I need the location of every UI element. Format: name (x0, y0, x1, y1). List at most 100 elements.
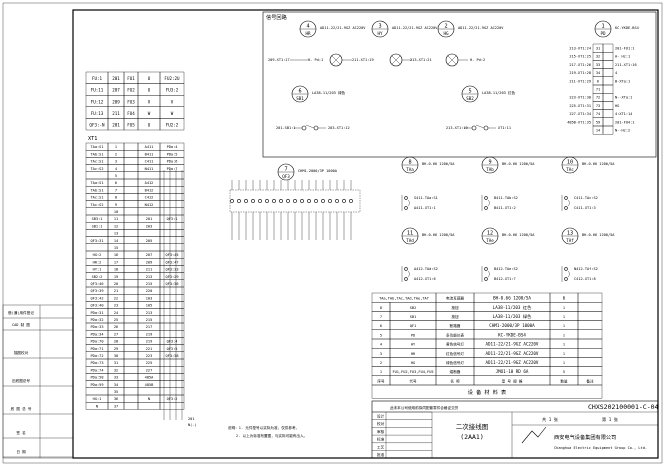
terminal-cell (123, 330, 139, 338)
terminal-text: PDa:73 (91, 361, 104, 365)
terminal-cell (123, 200, 139, 208)
terminal-cell (85, 243, 109, 252)
terminal-text: 203 (146, 224, 153, 228)
strip-node (335, 199, 339, 203)
drawing-unit: (2AA1) (460, 433, 483, 441)
terminal-text: QF3:42 (91, 296, 104, 300)
terminal-text: 225 (146, 361, 153, 365)
wire-tag: H- Pd:1 (308, 58, 323, 62)
terminal-text: 28 (114, 340, 118, 344)
terminal-cell (159, 308, 185, 316)
parts-text: 1 (563, 343, 565, 347)
parts-text: 熔断器 (450, 369, 461, 374)
parts-cell (577, 357, 603, 367)
terminal-cell (159, 380, 185, 388)
terminal-text: 13 (114, 232, 118, 236)
parts-footer-cell (371, 384, 603, 399)
wire-tag: 209-XT1:17 (268, 58, 290, 62)
terminal-text: 37 (114, 404, 118, 408)
pd-pin: 33 (596, 63, 600, 67)
switch-blade (475, 124, 485, 129)
ct-node (404, 196, 408, 200)
terminal-text: QF3:5 (167, 347, 178, 351)
fuse-text: FU2 (127, 88, 135, 93)
fuse-text: FU4 (127, 111, 135, 116)
terminal-cell (123, 387, 139, 396)
terminal-text: 19 (114, 275, 118, 279)
badge-number: 2 (444, 24, 447, 30)
parts-cell (577, 338, 603, 349)
badge-symbol: QF3 (282, 174, 290, 179)
terminal-text: 4 (115, 167, 117, 171)
terminal-cell (137, 387, 161, 396)
company-logo (521, 426, 547, 444)
qf3-spec: CHM1-2000/3P 1000A (298, 169, 338, 173)
terminal-text: 24 (114, 311, 118, 315)
ct-wire-tag: B412-XT1:7 (494, 277, 516, 281)
pd-cell (602, 60, 614, 69)
strip-node (230, 199, 234, 203)
terminal-cell (159, 315, 185, 324)
parts-text: HY (411, 343, 416, 347)
badge-number: 11 (407, 231, 413, 237)
strip-node (244, 199, 248, 203)
ct-coil (487, 270, 490, 278)
parts-text: FU1,FU2,FU3,FU4,FU5 (392, 370, 433, 374)
wire-tag: XT1:11 (498, 126, 511, 130)
terminal-cell (123, 373, 139, 381)
terminal-cell (159, 186, 185, 194)
side-label: 日 期 (16, 449, 26, 454)
strip-node (237, 199, 241, 203)
terminal-text: 30 (114, 354, 118, 358)
parts-text: 5 (380, 333, 382, 337)
badge-number: 8 (408, 160, 411, 166)
badge-number: 5 (468, 89, 471, 95)
pd-cell (602, 84, 614, 94)
ct-spec: BH-0.66 1200/5A (502, 233, 535, 237)
terminal-text: 27 (114, 332, 118, 336)
side-label: 旧底图总号 (12, 378, 30, 383)
terminal-text: PDa:5 (167, 152, 178, 156)
fuse-text: FU:13 (91, 111, 104, 116)
terminal-text: 219 (146, 340, 153, 344)
terminal-text: 21 (114, 289, 118, 293)
switch-spec: LA38-11/203 红色 (482, 90, 516, 95)
terminal-cell (159, 387, 185, 396)
lamp-cross (391, 55, 401, 65)
pd-left-tag: 213-XT1:24 (569, 47, 591, 51)
contact (483, 125, 489, 131)
terminal-text: SB2:2 (92, 275, 103, 279)
wire-tag: H- Pd:2 (470, 58, 485, 62)
lamp-cross (331, 55, 341, 65)
terminal-text: 34 (114, 383, 118, 387)
pd-right-tag: A- Hz:1 (615, 55, 630, 59)
terminal-cell (123, 236, 139, 244)
terminal-text: QF3:4 (167, 340, 178, 344)
terminal-cell (85, 229, 109, 237)
role-label: 批准 (377, 452, 385, 457)
parts-text: 电流互感器 (446, 296, 464, 301)
terminal-cell (123, 214, 139, 223)
terminal-cell (159, 294, 185, 302)
pd-right-tag: N--XTa:1 (615, 96, 632, 100)
terminal-text: 211 (146, 268, 153, 272)
terminal-text: 25 (114, 318, 118, 322)
terminal-text: TAc:S2 (91, 167, 104, 171)
terminal-text: 201 (146, 217, 153, 221)
pd-cell (602, 68, 614, 77)
terminal-cell (137, 171, 161, 180)
terminal-text: 209 (146, 260, 153, 264)
ct-node (404, 206, 408, 210)
pd-right-tag: 4:XT1:14 (615, 112, 632, 116)
fuse-text: 211 (112, 111, 120, 116)
terminal-text: QF3:29 (166, 275, 179, 279)
parts-text: SB2 (410, 306, 417, 310)
parts-text: 1 (563, 352, 565, 356)
terminal-text: 105 (146, 304, 153, 308)
parts-text: 5 (563, 370, 565, 374)
terminal-cell (159, 366, 185, 374)
terminal-text: QF3:46 (91, 282, 104, 286)
fuse-text: U (148, 76, 151, 81)
strip-node (342, 199, 346, 203)
